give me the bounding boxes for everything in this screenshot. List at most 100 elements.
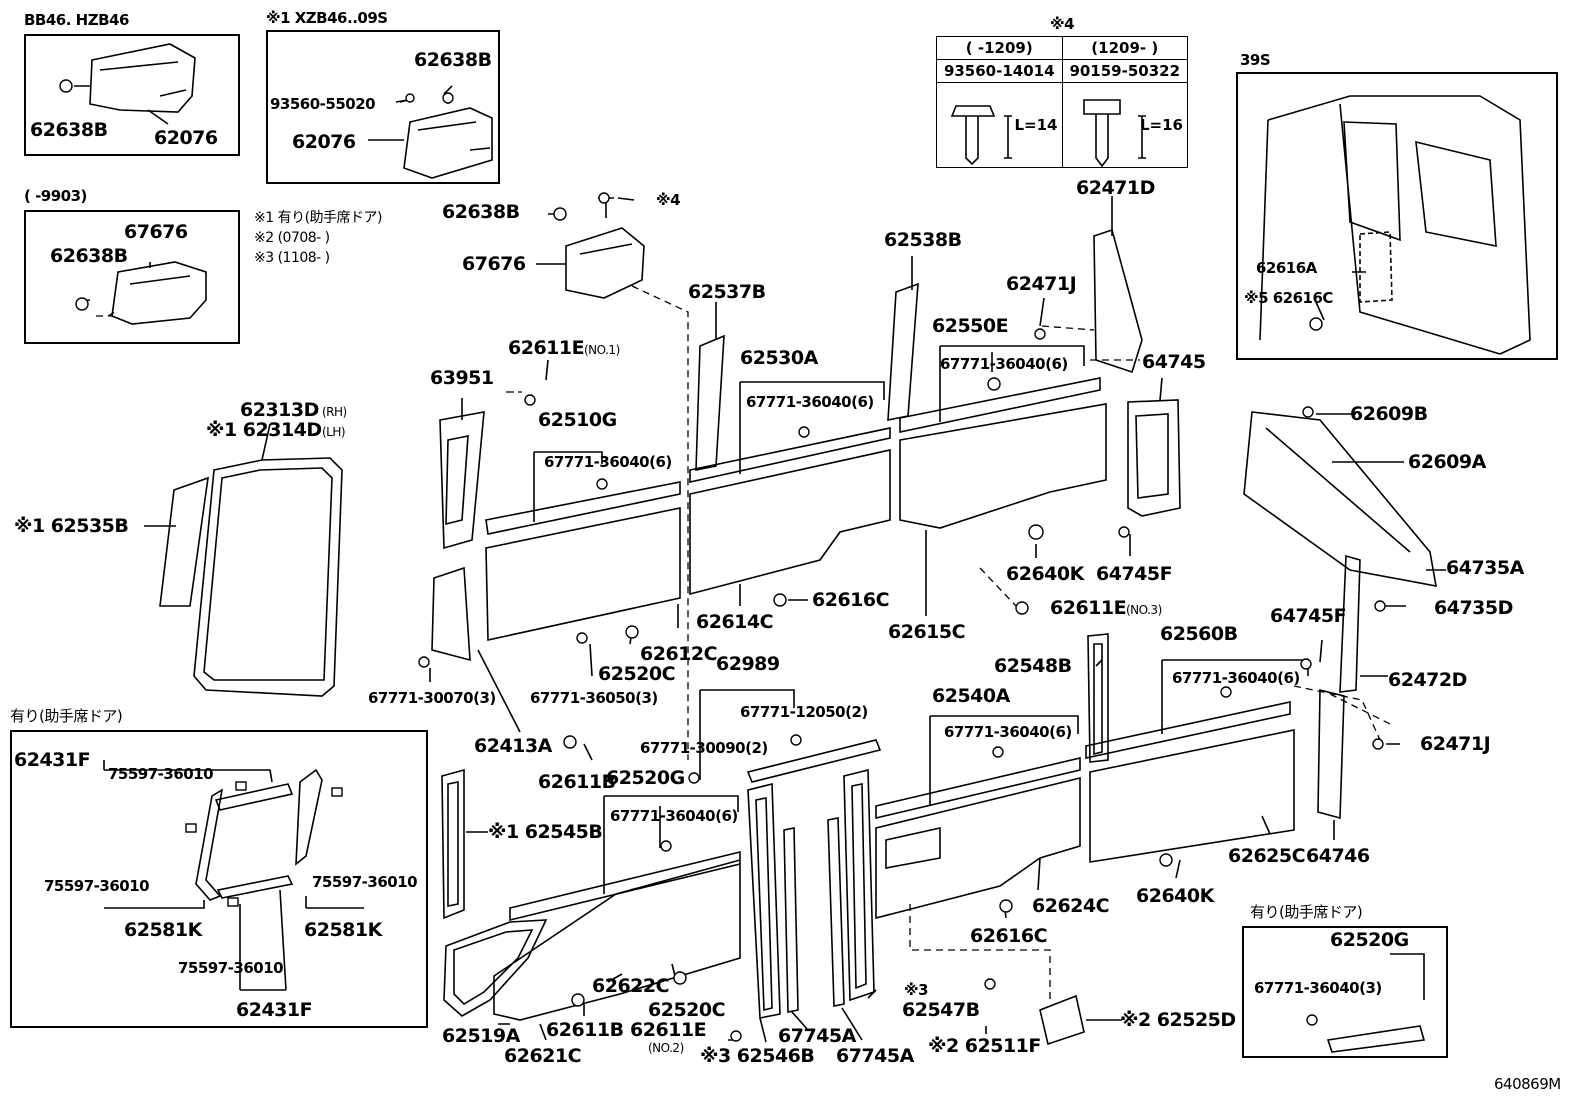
window-62519a <box>443 919 548 1017</box>
label-67771-36040: 67771-36040(6) <box>944 723 1072 741</box>
label-62540a: 62540A <box>932 685 1010 707</box>
label-62611e: 62611E <box>1050 597 1127 619</box>
label-62471j: 62471J <box>1006 273 1077 295</box>
label-62076: 62076 <box>154 127 218 149</box>
inset-39s-title: 39S <box>1240 51 1271 69</box>
label-67676: 67676 <box>124 221 188 243</box>
seal-62581k-b <box>295 768 323 866</box>
window-frame-62313d <box>193 457 343 697</box>
label-93560-55020: 93560-55020 <box>270 95 376 113</box>
panel-62615c <box>899 377 1107 529</box>
inset-assist-left <box>10 730 428 1028</box>
label-75597-36010: 75597-36010 <box>312 873 418 891</box>
inset-xzb46 <box>266 30 500 184</box>
label-62640k: 62640K <box>1006 563 1084 585</box>
strip-62431f-b <box>216 875 294 899</box>
strip-62520g <box>1326 1025 1426 1053</box>
label-62638b: 62638B <box>30 119 108 141</box>
label-62545b: ※1 62545B <box>488 821 603 843</box>
seal-62581k-a <box>195 788 224 901</box>
label-62616c: ※5 62616C <box>1244 289 1333 307</box>
label-62520g: 62520G <box>606 767 685 789</box>
label-62615c: 62615C <box>888 621 966 643</box>
label-62511f: ※2 62511F <box>928 1035 1041 1057</box>
label-64745f: 64745F <box>1096 563 1173 585</box>
label-no2: (NO.2) <box>648 1041 684 1055</box>
note-3: ※3 (1108- ) <box>254 250 330 266</box>
label-62611e: 62611E <box>630 1019 707 1041</box>
label-note-4: ※4 <box>656 191 681 209</box>
label-62625c: 62625C <box>1228 845 1306 867</box>
strip-62538b <box>887 282 919 421</box>
label-62611b: 62611B <box>546 1019 624 1041</box>
label-62314d: ※1 62314D <box>206 419 322 441</box>
label-67771-36040: 67771-36040(6) <box>940 355 1068 373</box>
inset-39s <box>1236 72 1558 360</box>
label-62560b: 62560B <box>1160 623 1238 645</box>
label-67771-36040: 67771-36040(6) <box>746 393 874 411</box>
label-75597-36010: 75597-36010 <box>44 877 150 895</box>
label-67771-36050: 67771-36050(3) <box>530 689 658 707</box>
label-62638b: 62638B <box>442 201 520 223</box>
label-62640k: 62640K <box>1136 885 1214 907</box>
table-col1-header: ( -1209) <box>936 36 1063 60</box>
label-note-3: ※3 <box>904 981 929 999</box>
panel-62625c <box>1085 701 1295 863</box>
label-62611e: 62611E <box>508 337 585 359</box>
label-62510g: 62510G <box>538 409 617 431</box>
label-62616c: 62616C <box>812 589 890 611</box>
pillar-62413a <box>431 566 471 662</box>
label-67745a: 67745A <box>778 1025 856 1047</box>
label-62621c: 62621C <box>504 1045 582 1067</box>
table-col1-length: L=14 <box>1014 116 1058 134</box>
label-62611b: 62611B <box>538 771 616 793</box>
label-75597-36010: 75597-36010 <box>108 765 214 783</box>
label-64745: 64745 <box>1142 351 1206 373</box>
label-62472d: 62472D <box>1388 669 1467 691</box>
label-62413a: 62413A <box>474 735 552 757</box>
label-67771-36040: 67771-36040(6) <box>1172 669 1300 687</box>
label-62535b: ※1 62535B <box>14 515 129 537</box>
inset-assist-right-title: 有り(助手席ドア) <box>1250 903 1363 921</box>
label-67745a: 67745A <box>836 1045 914 1067</box>
label-62471d: 62471D <box>1076 177 1155 199</box>
table-col2-header: (1209- ) <box>1061 36 1188 60</box>
panel-62624c <box>875 756 1081 920</box>
strip-67745a-b <box>827 817 845 1007</box>
label-62519a: 62519A <box>442 1025 520 1047</box>
bracket-62076-b <box>403 107 493 179</box>
panel-62614c <box>689 427 891 596</box>
strip-62537b <box>695 334 725 471</box>
pillar-62547b <box>843 768 875 1002</box>
label-62471j: 62471J <box>1420 733 1491 755</box>
label-62520g: 62520G <box>1330 929 1409 951</box>
label-62616c: 62616C <box>970 925 1048 947</box>
label-62622c: 62622C <box>592 975 670 997</box>
table-title: ※4 <box>1050 15 1075 33</box>
label-64735d: 64735D <box>1434 597 1513 619</box>
label-62550e: 62550E <box>932 315 1009 337</box>
label-no3: (NO.3) <box>1126 603 1162 617</box>
label-62638b: 62638B <box>50 245 128 267</box>
inset-bb46-title: BB46. HZB46 <box>24 11 129 29</box>
label-62614c: 62614C <box>696 611 774 633</box>
label-62520c: 62520C <box>648 999 726 1021</box>
panel-62609a <box>1243 411 1437 587</box>
table-col2-length: L=16 <box>1139 116 1183 134</box>
bracket-62525d <box>1039 994 1085 1046</box>
label-lh: (LH) <box>322 425 346 439</box>
label-75597-36010: 75597-36010 <box>178 959 284 977</box>
label-64735a: 64735A <box>1446 557 1524 579</box>
label-64745f: 64745F <box>1270 605 1347 627</box>
label-62616a: 62616A <box>1256 259 1317 277</box>
pillar-62471d <box>1093 228 1143 374</box>
label-62624c: 62624C <box>1032 895 1110 917</box>
label-62612c: 62612C <box>640 643 718 665</box>
note-2: ※2 (0708- ) <box>254 230 330 246</box>
label-62609b: 62609B <box>1350 403 1428 425</box>
label-62530a: 62530A <box>740 347 818 369</box>
label-62546b: ※3 62546B <box>700 1045 815 1067</box>
label-62581k: 62581K <box>124 919 202 941</box>
